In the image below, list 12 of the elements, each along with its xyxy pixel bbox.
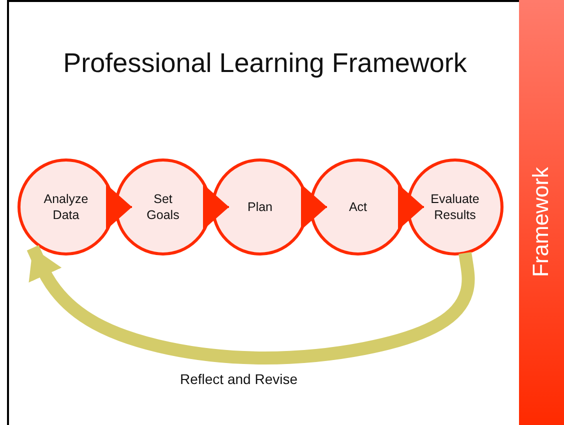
chevron-arrow <box>301 184 327 230</box>
step-label: Set Goals <box>146 191 180 223</box>
step-label: Plan <box>246 199 274 215</box>
chevron-arrow <box>203 184 229 230</box>
title: Professional Learning Framework <box>62 48 468 79</box>
side-label: Framework <box>528 167 554 277</box>
step-label: Analyze Data <box>42 191 90 223</box>
step-label: Act <box>348 199 368 215</box>
chevron-arrow <box>106 184 132 230</box>
edge-label: Reflect and Revise <box>180 371 298 387</box>
step-label: Evaluate Results <box>430 191 480 223</box>
chevron-arrow <box>398 184 424 230</box>
